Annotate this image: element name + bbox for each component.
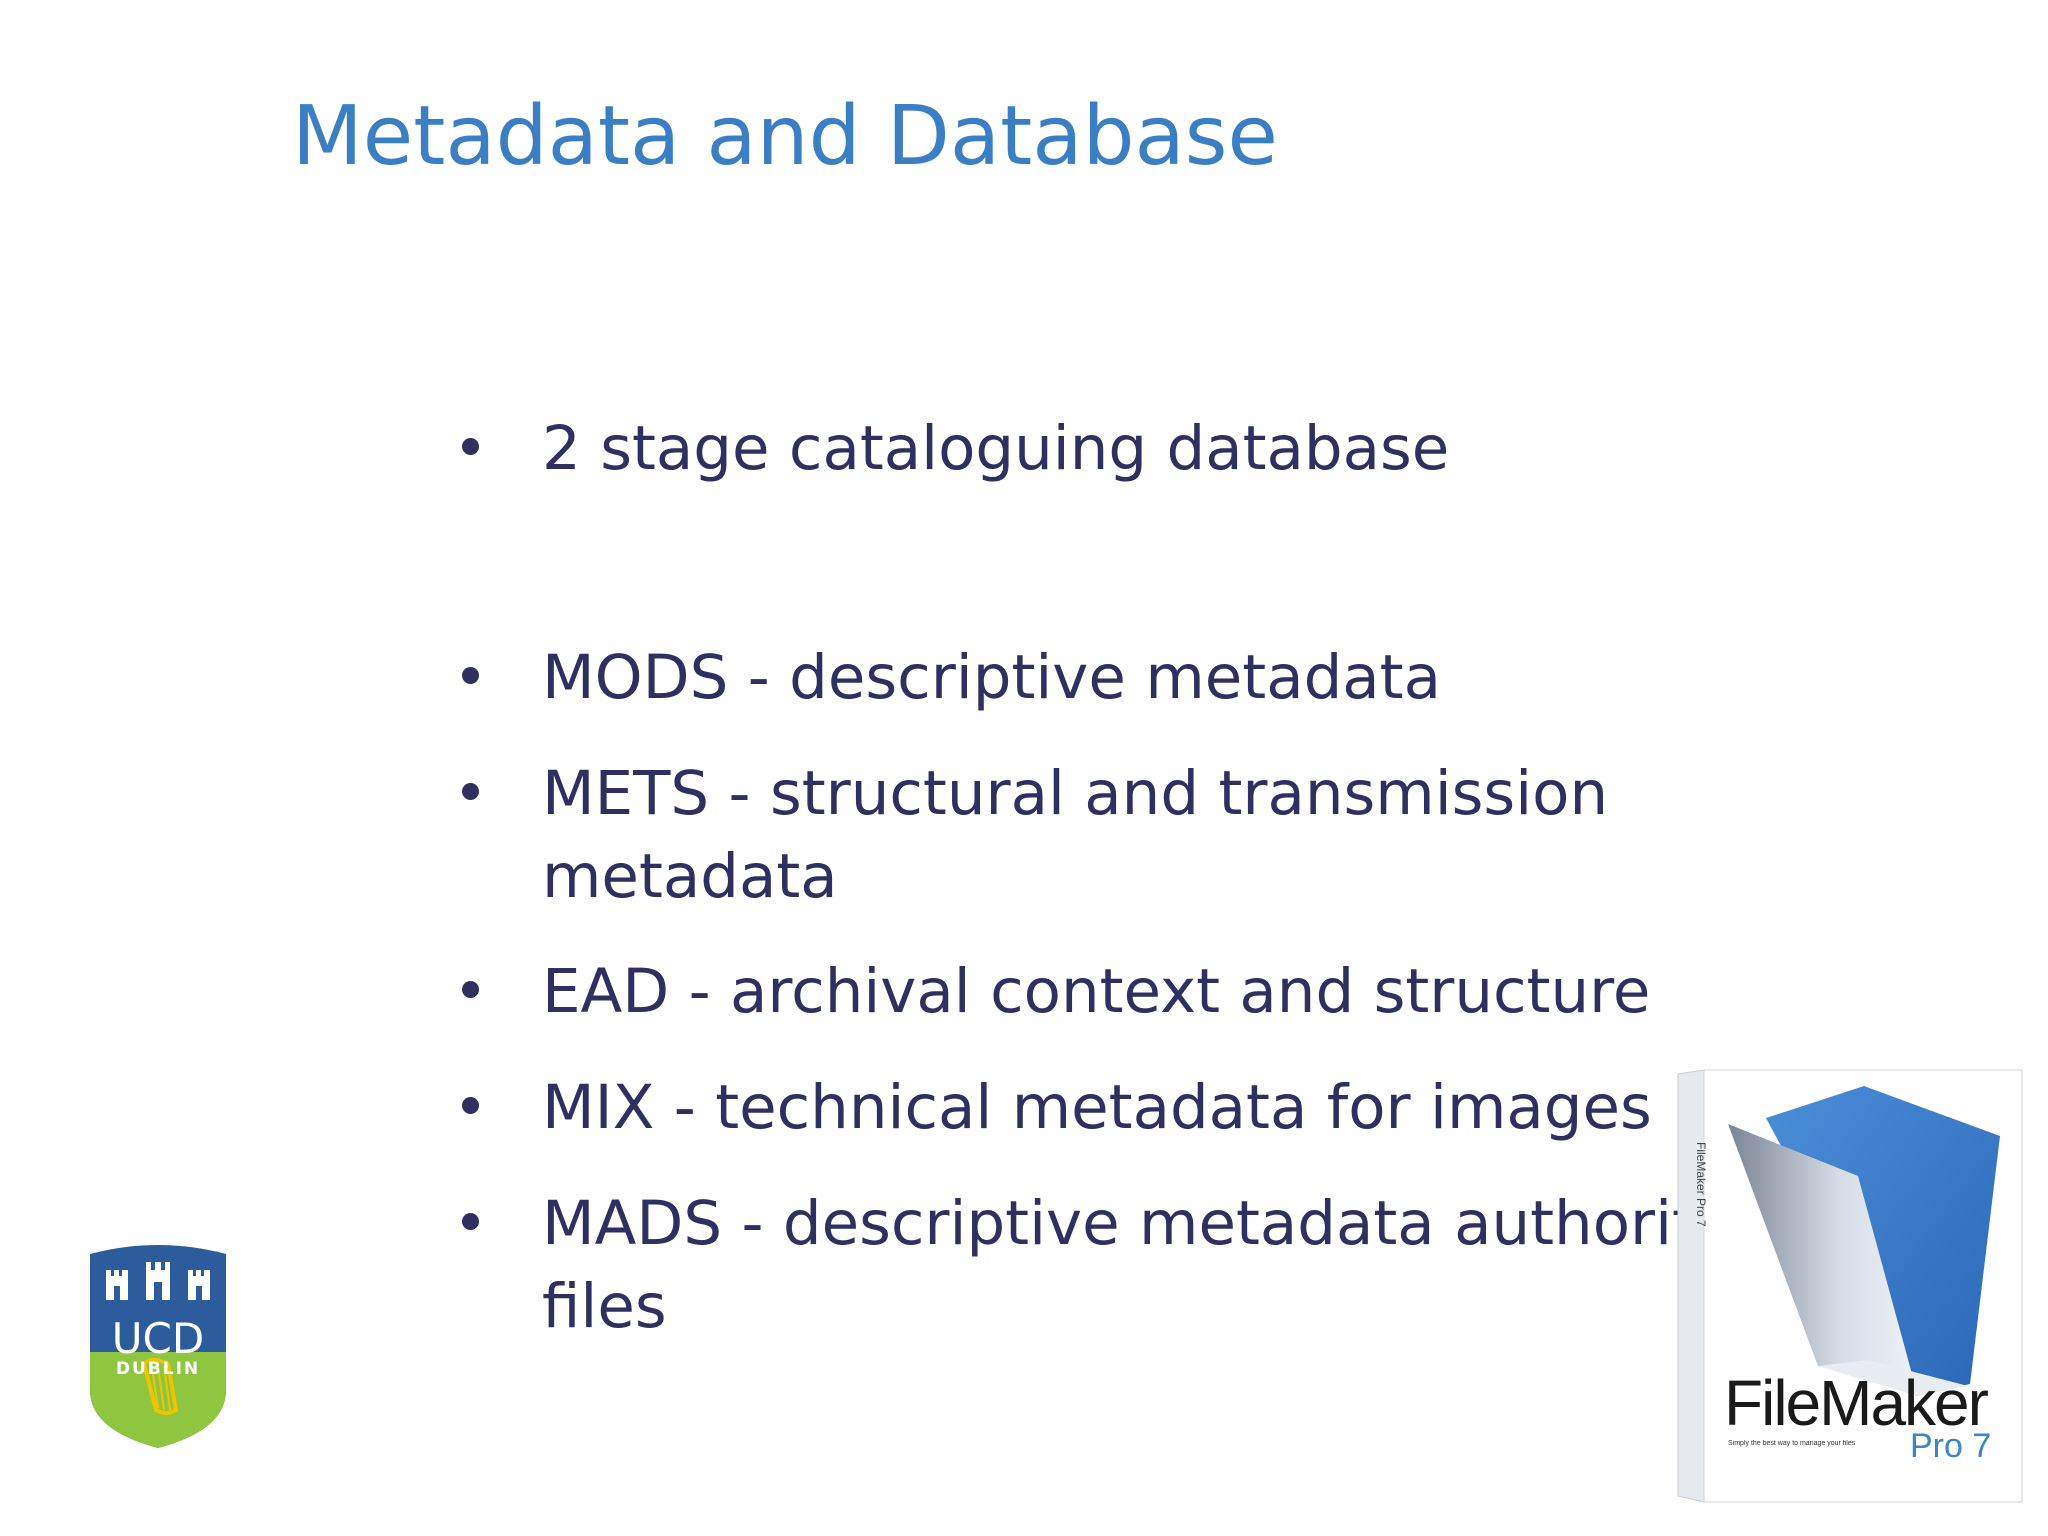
bullet-dot-icon — [462, 438, 479, 455]
ucd-dublin-crest-icon — [90, 1245, 226, 1448]
filemaker-edition-text: Pro 7 — [1910, 1427, 1992, 1465]
ucd-logo-text: UCD — [111, 1314, 205, 1363]
bullet-dot-icon — [462, 1213, 479, 1230]
filemaker-box-image — [1677, 1069, 2023, 1503]
bullet-text: METS - structural and transmission — [542, 758, 1609, 829]
bullet-dot-icon — [462, 1097, 479, 1114]
bullet-text: EAD - archival context and structure — [542, 956, 1651, 1027]
bullet-dot-icon — [462, 667, 479, 684]
bullet-dot-icon — [462, 981, 479, 998]
filemaker-spine-text: FileMaker Pro 7 — [1694, 1142, 1708, 1227]
ucd-logo-subtext: DUBLIN — [115, 1359, 201, 1379]
filemaker-tagline-text: Simply the best way to manage your files — [1728, 1440, 1856, 1447]
bullet-text: MODS - descriptive metadata — [542, 642, 1441, 713]
bullet-dot-icon — [462, 783, 479, 800]
bullet-text: 2 stage cataloguing database — [542, 413, 1450, 484]
bullet-text-continuation: files — [542, 1271, 667, 1342]
filemaker-brand-text: FileMaker — [1724, 1367, 1989, 1439]
bullet-text-continuation: metadata — [542, 841, 838, 912]
bullet-text: MIX - technical metadata for images — [542, 1072, 1652, 1143]
bullet-text: MADS - descriptive metadata authority — [542, 1188, 1733, 1259]
slide-title: Metadata and Database — [292, 89, 1278, 184]
